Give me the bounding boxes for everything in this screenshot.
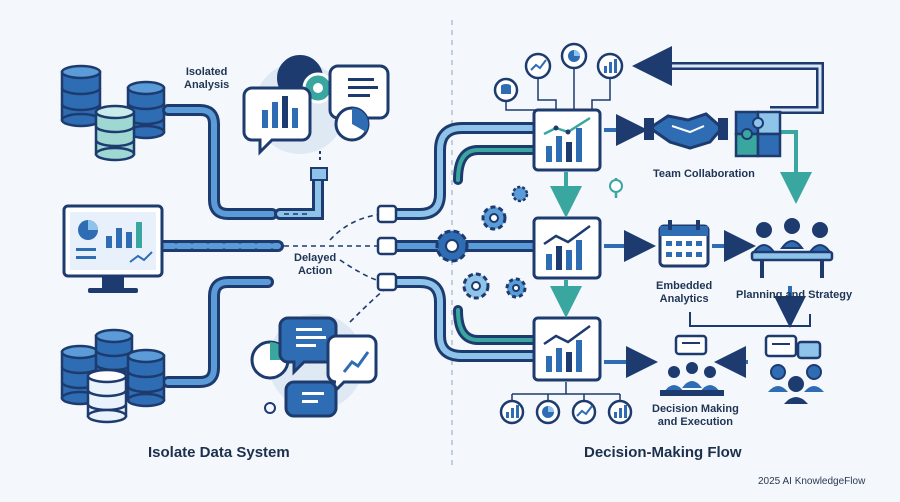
bottom-mini-icons: [499, 382, 633, 425]
monitor-dashboard-icon: [62, 204, 164, 293]
team-group-icon: [764, 334, 824, 404]
isolated-analysis-bubbles-icon: [242, 55, 390, 156]
puzzle-icon: [734, 110, 782, 158]
database-stack-top-icon: [60, 64, 166, 162]
chart-board-middle-icon: [532, 216, 602, 280]
flow-arrows-right: [604, 46, 824, 378]
delayed-action-bubbles-icon: [250, 314, 378, 418]
left-pipes: [156, 104, 324, 388]
calendar-icon: [658, 220, 710, 268]
top-mini-icons: [493, 42, 624, 112]
planning-meeting-icon: [750, 218, 834, 278]
isolate-data-system-title: Isolate Data System: [148, 444, 290, 461]
pipe-valve: [310, 167, 328, 181]
connector-plugs: [376, 204, 398, 292]
footer-credit: 2025 AI KnowledgeFlow: [758, 476, 866, 487]
decision-meeting-icon: [660, 334, 724, 396]
decision-making-flow-title: Decision-Making Flow: [584, 444, 742, 461]
chart-board-bottom-icon: [532, 316, 602, 382]
planning-strategy-label: Planning and Strategy: [736, 289, 853, 301]
chart-board-top-icon: [532, 108, 602, 172]
handshake-icon: [644, 112, 728, 150]
gear-icon: [435, 185, 529, 300]
database-stack-bottom-icon: [60, 328, 166, 424]
team-collaboration-label: Team Collaboration: [653, 168, 755, 180]
center-pipes: [378, 122, 546, 362]
